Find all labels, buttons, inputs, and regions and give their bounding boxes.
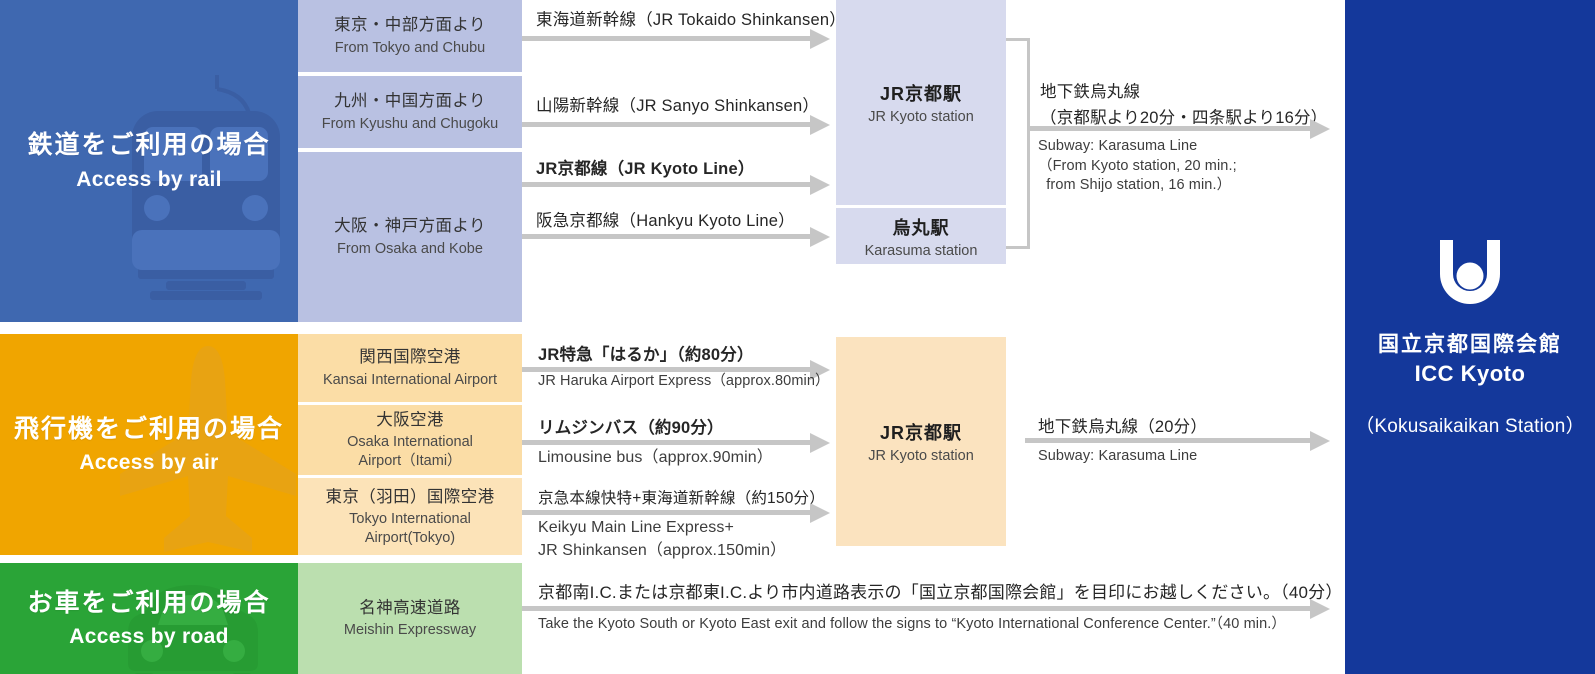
station-merge-bracket <box>1006 38 1030 249</box>
origin-jp: 大阪・神戸方面より <box>334 217 486 236</box>
mode-label-jp-road: お車をご利用の場合 <box>27 588 271 617</box>
route-arrow-head-road <box>1310 598 1330 619</box>
final-leg-rail: 地下鉄烏丸線 （京都駅より20分・四条駅より16分） <box>1040 78 1327 128</box>
origin-jp: 東京・中部方面より <box>334 16 486 35</box>
final-leg-en-air: Subway: Karasuma Line <box>1038 448 1198 464</box>
route-arrow-head <box>810 432 830 453</box>
origin-cell-kyushu-chugoku: 九州・中国方面より From Kyushu and Chugoku <box>298 76 522 148</box>
origin-jp: 大阪空港 <box>376 411 444 430</box>
station-en: JR Kyoto station <box>868 448 974 464</box>
origin-en: From Kyushu and Chugoku <box>321 115 499 132</box>
route-arrow-head <box>810 174 830 195</box>
route-label-sanyo: 山陽新幹線（JR Sanyo Shinkansen） <box>536 92 819 116</box>
station-en: Karasuma station <box>864 242 978 259</box>
route-jp: リムジンバス（約90分） <box>538 419 724 437</box>
final-leg-jp-line1: 地下鉄烏丸線 <box>1040 83 1141 101</box>
route-arrow-shaft <box>522 440 810 445</box>
route-en-limousine: Limousine bus（approx.90min） <box>538 449 773 466</box>
station-box-jr-kyoto-air: JR京都駅 JR Kyoto station <box>836 337 1006 546</box>
final-leg-arrow-shaft-rail <box>1028 126 1310 131</box>
route-label-tokaido: 東海道新幹線（JR Tokaido Shinkansen） <box>536 6 846 30</box>
origin-cell-kansai-airport: 関西国際空港 Kansai International Airport <box>298 334 522 402</box>
final-leg-en-line2: （From Kyoto station, 20 min.; <box>1038 157 1237 174</box>
origin-en: From Osaka and Kobe <box>337 240 483 257</box>
route-jp: JR京都線（JR Kyoto Line） <box>536 160 755 178</box>
route-label-haruka: JR特急「はるか」（約80分） <box>538 341 754 365</box>
final-leg-air: 地下鉄烏丸線（20分） <box>1038 413 1207 437</box>
route-label-limousine: リムジンバス（約90分） <box>538 414 724 438</box>
route-label-hankyu: 阪急京都線（Hankyu Kyoto Line） <box>536 207 795 231</box>
route-label-road: 京都南I.C.または京都東I.C.より市内道路表示の「国立京都国際会館」を目印に… <box>538 578 1343 603</box>
final-leg-en-line1: Subway: Karasuma Line <box>1038 138 1198 154</box>
route-arrow-head <box>810 226 830 247</box>
origin-en: Meishin Expressway <box>343 622 477 639</box>
origin-cell-meishin-expressway: 名神高速道路 Meishin Expressway <box>298 563 522 674</box>
mode-label-jp-air: 飛行機をご利用の場合 <box>13 414 284 443</box>
route-jp: 京都南I.C.または京都東I.C.より市内道路表示の「国立京都国際会館」を目印に… <box>538 583 1343 602</box>
icc-kyoto-horseshoe-logo <box>1440 240 1500 304</box>
final-leg-rail-en: Subway: Karasuma Line （From Kyoto statio… <box>1038 137 1237 196</box>
route-en-keikyu: Keikyu Main Line Express+ JR Shinkansen（… <box>538 519 787 560</box>
mode-label-en-rail: Access by rail <box>76 167 222 191</box>
route-arrow-head <box>810 114 830 135</box>
final-leg-arrow-head-rail <box>1310 118 1330 139</box>
origin-cell-tokyo-chubu: 東京・中部方面より From Tokyo and Chubu <box>298 0 522 72</box>
route-en-haruka: JR Haruka Airport Express（approx.80min） <box>538 373 830 389</box>
route-jp: 京急本線快特+東海道新幹線（約150分） <box>538 490 825 507</box>
route-jp: 東海道新幹線（JR Tokaido Shinkansen） <box>536 11 846 29</box>
origin-cell-osaka-itami-airport: 大阪空港 Osaka International Airport（Itami） <box>298 405 522 475</box>
station-box-karasuma: 烏丸駅 Karasuma station <box>836 208 1006 264</box>
destination-station: （Kokusaikaikan Station） <box>1355 416 1585 437</box>
mode-label-en-road: Access by road <box>69 625 229 649</box>
final-leg-jp-line1: 地下鉄烏丸線（20分） <box>1038 418 1208 436</box>
station-box-jr-kyoto: JR京都駅 JR Kyoto station <box>836 0 1006 205</box>
route-jp: JR特急「はるか」（約80分） <box>538 346 754 364</box>
final-leg-en-line3: from Shijo station, 16 min.） <box>1038 177 1232 194</box>
origin-jp: 東京（羽田）国際空港 <box>325 487 495 506</box>
route-jp: 阪急京都線（Hankyu Kyoto Line） <box>536 212 795 230</box>
final-leg-arrow-shaft-air <box>1025 438 1310 443</box>
mode-panel-road: お車をご利用の場合 Access by road <box>0 563 298 674</box>
final-leg-jp-line2: （京都駅より20分・四条駅より16分） <box>1040 109 1328 127</box>
origin-en: From Tokyo and Chubu <box>334 39 486 56</box>
mode-label-en-air: Access by air <box>79 451 219 475</box>
origin-jp: 関西国際空港 <box>359 348 461 367</box>
origin-jp: 名神高速道路 <box>359 598 461 617</box>
route-arrow-shaft-road <box>522 606 1310 611</box>
route-arrow-shaft <box>522 182 810 187</box>
route-arrow-shaft <box>522 122 810 127</box>
origin-en: Tokyo International Airport(Tokyo) <box>349 510 471 546</box>
destination-panel: 国立京都国際会館 ICC Kyoto （Kokusaikaikan Statio… <box>1345 0 1595 674</box>
route-arrow-shaft <box>522 234 810 239</box>
route-label-keikyu: 京急本線快特+東海道新幹線（約150分） <box>538 486 825 508</box>
destination-name-en: ICC Kyoto <box>1414 361 1526 386</box>
route-arrow-shaft <box>522 36 810 41</box>
final-leg-arrow-head-air <box>1310 430 1330 451</box>
origin-cell-tokyo-haneda-airport: 東京（羽田）国際空港 Tokyo International Airport(T… <box>298 478 522 555</box>
station-jp: JR京都駅 <box>879 423 962 443</box>
mode-panel-air: 飛行機をご利用の場合 Access by air <box>0 334 298 555</box>
route-label-jr-kyoto-line: JR京都線（JR Kyoto Line） <box>536 155 755 179</box>
origin-en: Kansai International Airport <box>322 371 498 388</box>
station-jp: JR京都駅 <box>879 84 962 104</box>
mode-panel-rail: 鉄道をご利用の場合 Access by rail <box>0 0 298 322</box>
route-arrow-head <box>810 502 830 523</box>
destination-name-jp: 国立京都国際会館 <box>1378 333 1562 356</box>
origin-cell-osaka-kobe: 大阪・神戸方面より From Osaka and Kobe <box>298 152 522 322</box>
origin-en: Osaka International Airport（Itami） <box>347 434 473 470</box>
airplane-icon <box>120 346 296 552</box>
station-jp: 烏丸駅 <box>892 217 950 238</box>
route-jp: 山陽新幹線（JR Sanyo Shinkansen） <box>536 97 820 115</box>
route-en-road: Take the Kyoto South or Kyoto East exit … <box>538 616 1286 632</box>
route-arrow-head <box>810 28 830 49</box>
mode-label-jp-rail: 鉄道をご利用の場合 <box>27 131 271 160</box>
route-arrow-shaft <box>522 367 810 372</box>
origin-jp: 九州・中国方面より <box>334 92 486 111</box>
route-arrow-head <box>810 359 830 380</box>
station-en: JR Kyoto station <box>868 109 974 125</box>
route-arrow-shaft <box>522 510 810 515</box>
